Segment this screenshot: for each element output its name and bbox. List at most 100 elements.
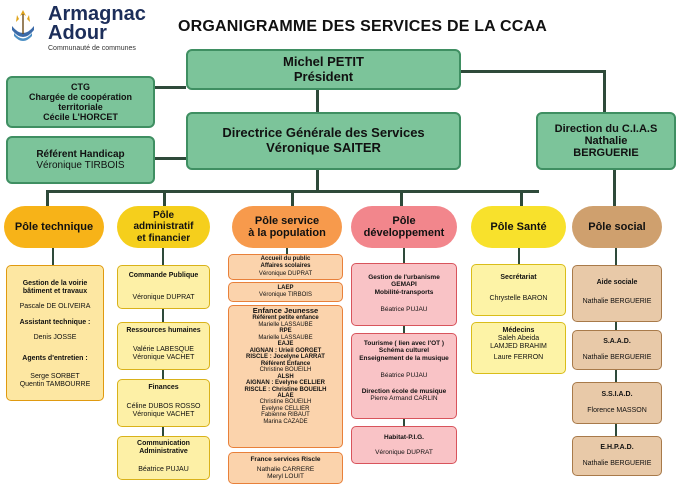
ej-line: Christine BOUEILH: [259, 399, 312, 406]
tourisme-title: Tourisme ( lien avec l'OT ): [363, 340, 445, 347]
laep-title: LAEP: [277, 285, 294, 292]
technique-box: Gestion de la voirie bâtiment et travaux…: [6, 265, 104, 401]
ej-line: Référent Enfance: [260, 360, 311, 367]
communication-name: Béatrice PUJAU: [138, 465, 189, 473]
president-name: Michel PETIT: [283, 53, 364, 69]
fs-title: France services Riscle: [250, 455, 321, 463]
ecole-name: Pierre Armand CARLIN: [370, 395, 438, 403]
ej-line: RPE: [279, 328, 292, 335]
brand-tagline: Communauté de communes: [48, 45, 136, 52]
agents-title: Agents d'entretien :: [22, 355, 88, 363]
saad-name: Nathalie BERGUERIE: [582, 354, 652, 361]
pole-label: Pôle: [392, 214, 416, 227]
connector: [615, 322, 617, 330]
saad-title: S.A.A.D.: [603, 338, 631, 346]
tourisme-box: Tourisme ( lien avec l'OT ) Schéma cultu…: [351, 333, 457, 419]
ehpad-box: E.H.P.A.D. Nathalie BERGUERIE: [572, 436, 662, 476]
urbanisme-title: GEMAPI: [391, 281, 417, 289]
dgs-box: Directrice Générale des Services Véroniq…: [186, 112, 461, 170]
medecin-name: LAMJED BRAHIM: [490, 342, 547, 350]
ehpad-title: E.H.P.A.D.: [600, 444, 634, 452]
fs-name: Meryl LOUIT: [267, 473, 304, 481]
ej-line: RISCLE : Jocelyne LARRAT: [246, 354, 325, 361]
rh-name: Véronique VACHET: [132, 353, 195, 361]
ej-line: EAJE: [277, 341, 294, 348]
connector: [403, 248, 405, 263]
cias-line1: Direction du C.I.A.S: [554, 122, 658, 135]
connector: [400, 190, 403, 206]
pole-developpement: Pôle développement: [351, 206, 457, 248]
ehpad-name: Nathalie BERGUERIE: [582, 460, 652, 467]
communication-title: Communication: [137, 440, 190, 447]
brand-name-line1: Armagnac: [48, 3, 146, 25]
commande-title: Commande Publique: [128, 272, 199, 279]
assistant-title: Assistant technique :: [19, 319, 91, 327]
communication-title: Administrative: [139, 447, 188, 455]
connector: [316, 170, 319, 191]
laep-name: Véronique TIRBOIS: [259, 292, 312, 298]
connector: [403, 419, 405, 426]
pole-label: à la population: [248, 227, 326, 239]
secretariat-box: Secrétariat Chrystelle BARON: [471, 264, 566, 316]
pole-label: développement: [363, 227, 445, 239]
page-title: ORGANIGRAMME DES SERVICES DE LA CCAA: [178, 18, 548, 35]
logo: [8, 6, 38, 46]
medecins-box: Médecins Saleh Abeida LAMJED BRAHIM Laur…: [471, 322, 566, 374]
fs-name: Nathalie CARRERE: [256, 465, 315, 473]
ctg-box: CTG Chargée de coopération territoriale …: [6, 76, 155, 128]
brand-name-line2: Adour: [48, 22, 107, 44]
connector: [163, 190, 166, 206]
connector: [403, 326, 405, 333]
ecole-title: Direction école de musique: [361, 388, 447, 396]
dgs-role: Directrice Générale des Services: [222, 125, 425, 141]
urbanisme-box: Gestion de l'urbanisme GEMAPI Mobilité-t…: [351, 263, 457, 326]
ej-line: Marielle LASSAUBE: [258, 321, 313, 328]
cias-line3: BERGUERIE: [573, 147, 639, 160]
handicap-role: Référent Handicap: [36, 148, 125, 160]
accueil-box: Accueil du public Affaires scolaires Vér…: [228, 254, 343, 280]
commande-name: Véronique DUPRAT: [132, 293, 195, 301]
connector: [46, 190, 49, 206]
france-services-box: France services Riscle Nathalie CARRERE …: [228, 452, 343, 484]
secretariat-title: Secrétariat: [500, 274, 537, 281]
finances-box: Finances Céline DUBOS ROSSO Véronique VA…: [117, 379, 210, 427]
ctg-line3: territoriale: [58, 102, 103, 112]
pole-label: Pôle: [152, 210, 175, 222]
ej-title: Enfance Jeunesse: [252, 306, 319, 315]
agent-name: Quentin TAMBOURRE: [19, 380, 91, 388]
connector: [518, 248, 520, 264]
connector: [613, 170, 616, 206]
pole-label: et financier: [136, 232, 191, 244]
connector: [46, 190, 464, 193]
ssiad-title: S.S.I.A.D.: [601, 391, 633, 399]
urbanisme-name: Béatrice PUJAU: [380, 305, 428, 313]
ctg-line2: Chargée de coopération: [28, 91, 133, 102]
tourisme-title: Schéma culturel: [378, 347, 430, 355]
pole-label: administratif: [133, 221, 194, 233]
accueil-title: Accueil du public: [260, 255, 311, 262]
ej-line: Marielle LASSAUBE: [258, 334, 313, 341]
commande-box: Commande Publique Véronique DUPRAT: [117, 265, 210, 309]
finances-name: Céline DUBOS ROSSO: [126, 402, 201, 410]
wheat-logo-icon: [12, 10, 34, 41]
aide-title: Aide sociale: [596, 279, 638, 286]
connector: [615, 370, 617, 382]
accueil-title: Affaires scolaires: [260, 262, 311, 269]
connector: [603, 70, 606, 112]
president-box: Michel PETIT Président: [186, 49, 461, 90]
urbanisme-title: Mobilité-transports: [374, 288, 434, 296]
connector: [52, 248, 54, 265]
ej-line: Référent petite enfance: [252, 315, 319, 322]
pole-technique: Pôle technique: [4, 206, 104, 248]
handicap-box: Référent Handicap Véronique TIRBOIS: [6, 136, 155, 184]
ssiad-name: Florence MASSON: [587, 407, 647, 414]
ej-line: ALSH: [277, 373, 294, 380]
finances-name: Véronique VACHET: [132, 410, 195, 418]
connector: [286, 248, 288, 254]
secretariat-name: Chrystelle BARON: [489, 294, 548, 302]
connector: [615, 248, 617, 265]
connector: [162, 370, 164, 379]
ctg-line1: CTG: [71, 81, 90, 92]
urbanisme-title: Gestion de l'urbanisme: [368, 274, 440, 281]
